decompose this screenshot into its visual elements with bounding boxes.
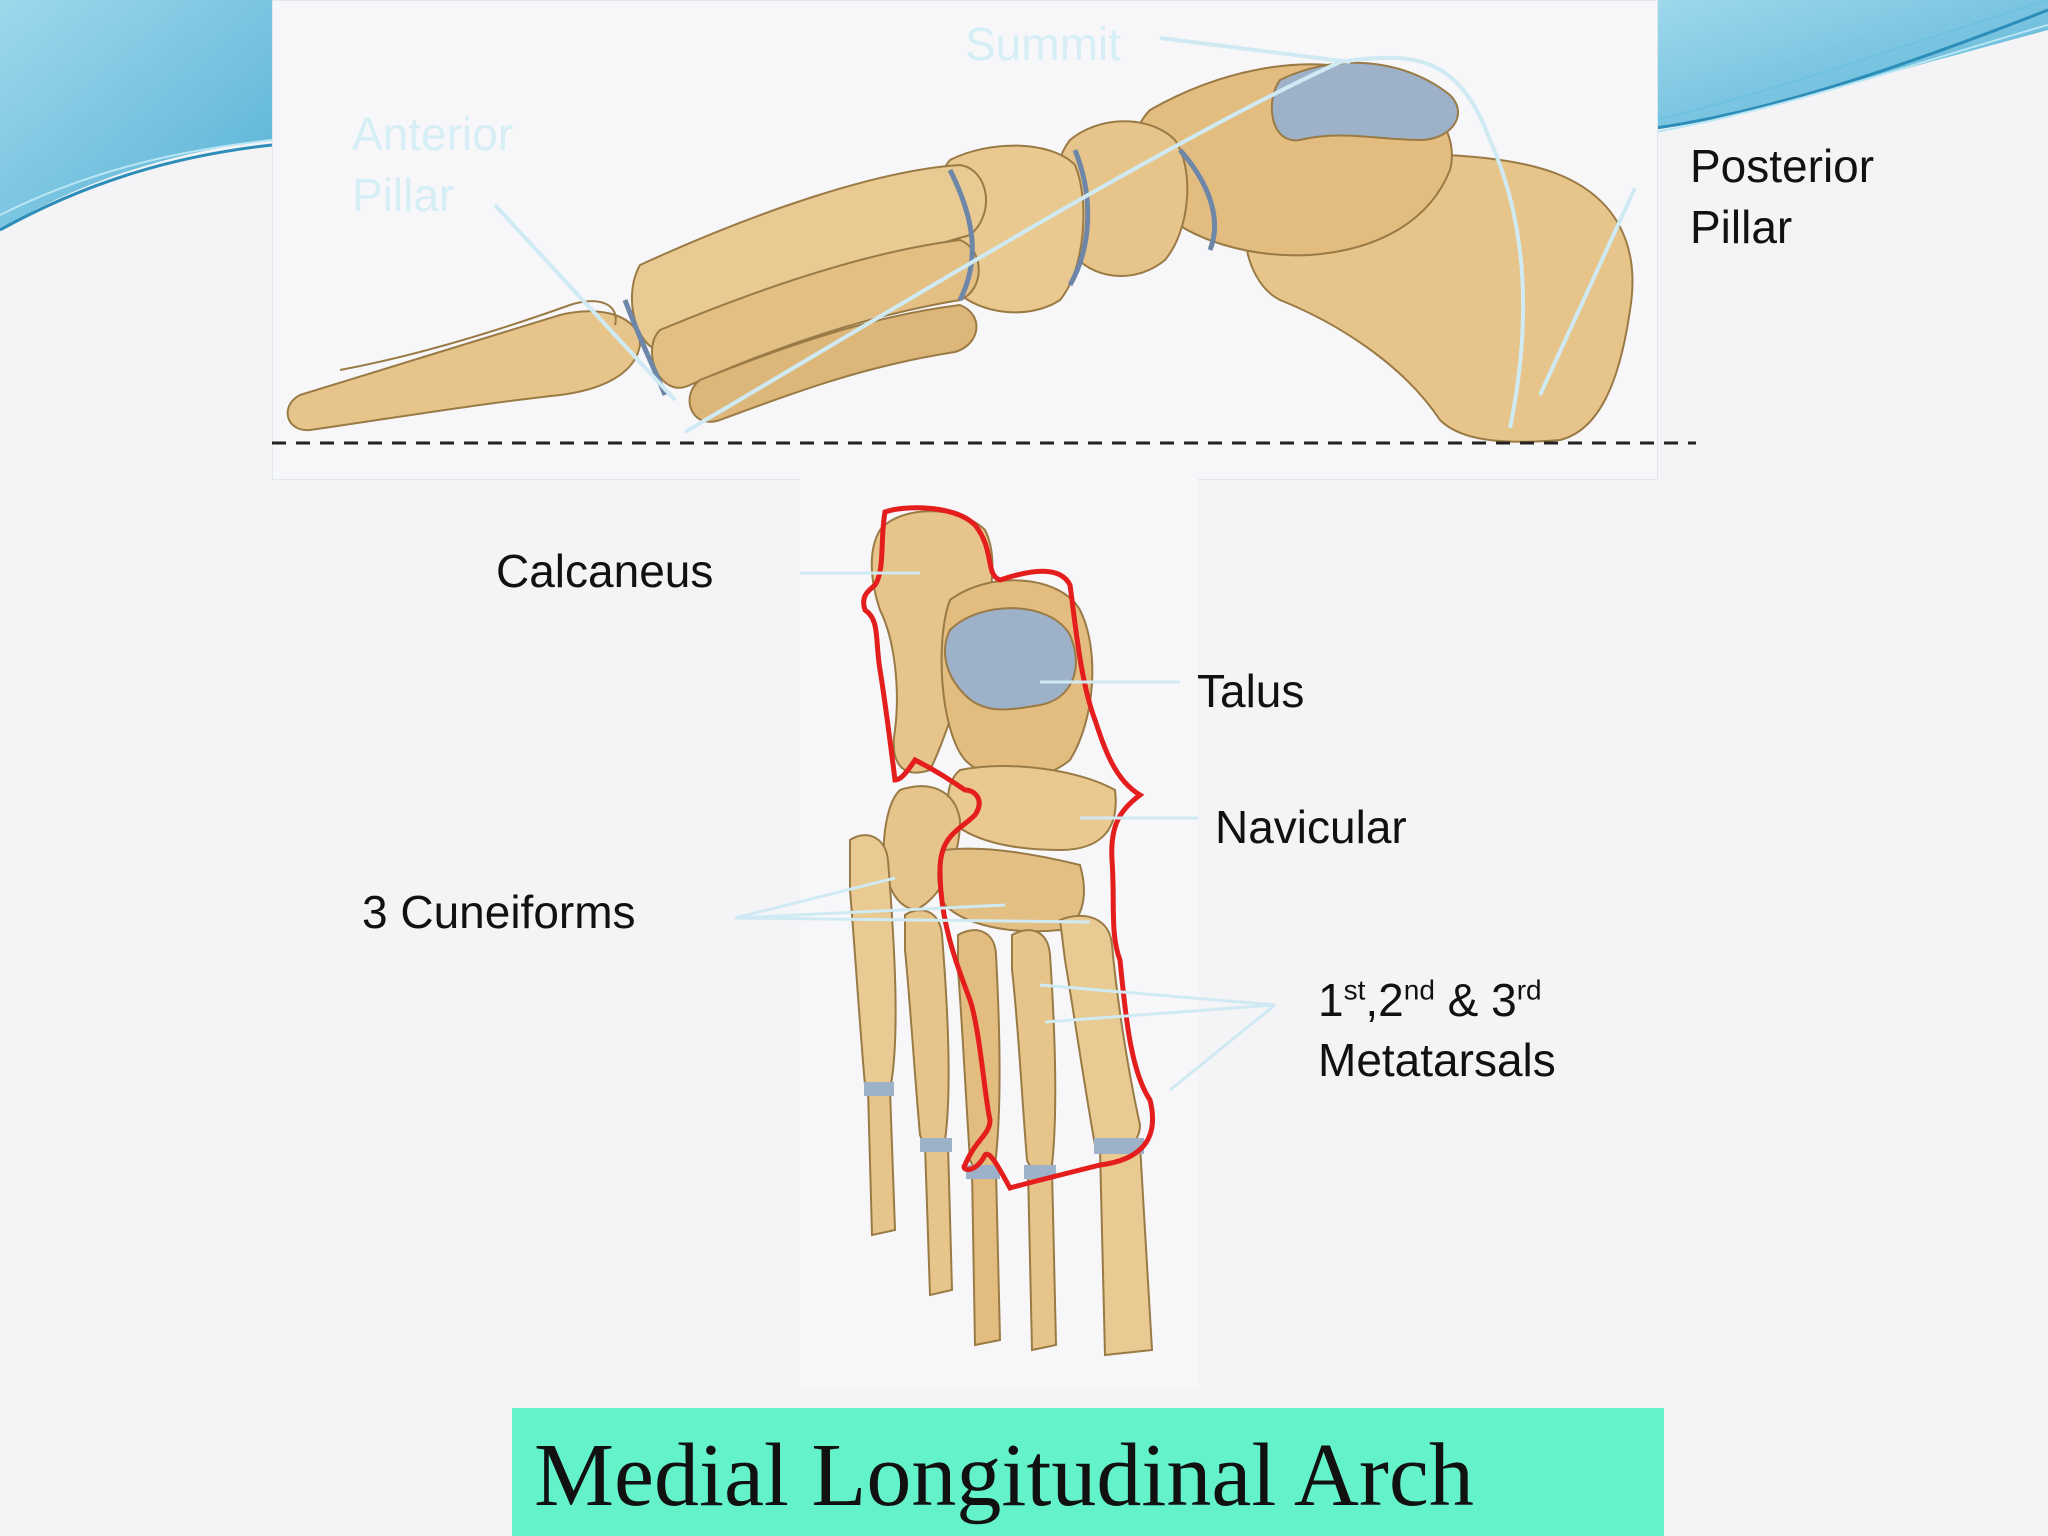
- lateral-leader-lines: [493, 36, 1637, 402]
- metatarsals-num-3: & 3: [1434, 974, 1517, 1026]
- navicular-label: Navicular: [1215, 801, 1407, 853]
- metatarsals-sup-2: nd: [1403, 974, 1435, 1006]
- posterior-pillar-label-line2: Pillar: [1690, 201, 1793, 253]
- metatarsals-label-line2: Metatarsals: [1318, 1034, 1556, 1086]
- metatarsals-num-2: ,2: [1365, 974, 1404, 1026]
- anterior-pillar-label-line2: Pillar: [352, 169, 455, 221]
- talus-label: Talus: [1197, 665, 1305, 717]
- arch-line: [683, 55, 1526, 434]
- metatarsals-sup-1: st: [1343, 974, 1366, 1006]
- lateral-foot-bones: [286, 61, 1634, 443]
- summit-label: Summit: [965, 18, 1121, 70]
- slide-title: Medial Longitudinal Arch: [534, 1426, 1474, 1525]
- metatarsals-num-1: 1: [1318, 974, 1344, 1026]
- superior-leader-lines: [734, 571, 1276, 1092]
- medial-arch-outline: [861, 505, 1156, 1191]
- superior-foot-bones: [849, 510, 1154, 1357]
- metatarsals-label-line1: 1st,2nd & 3rd: [1318, 970, 1542, 1031]
- metatarsals-sup-3: rd: [1516, 974, 1542, 1006]
- title-banner: Medial Longitudinal Arch: [512, 1408, 1664, 1536]
- superior-joint-bands: [864, 1082, 1144, 1179]
- anterior-pillar-label-line1: Anterior: [352, 108, 514, 160]
- calcaneus-label: Calcaneus: [496, 545, 714, 597]
- posterior-pillar-label-line1: Posterior: [1690, 140, 1875, 192]
- cuneiforms-label: 3 Cuneiforms: [362, 886, 636, 938]
